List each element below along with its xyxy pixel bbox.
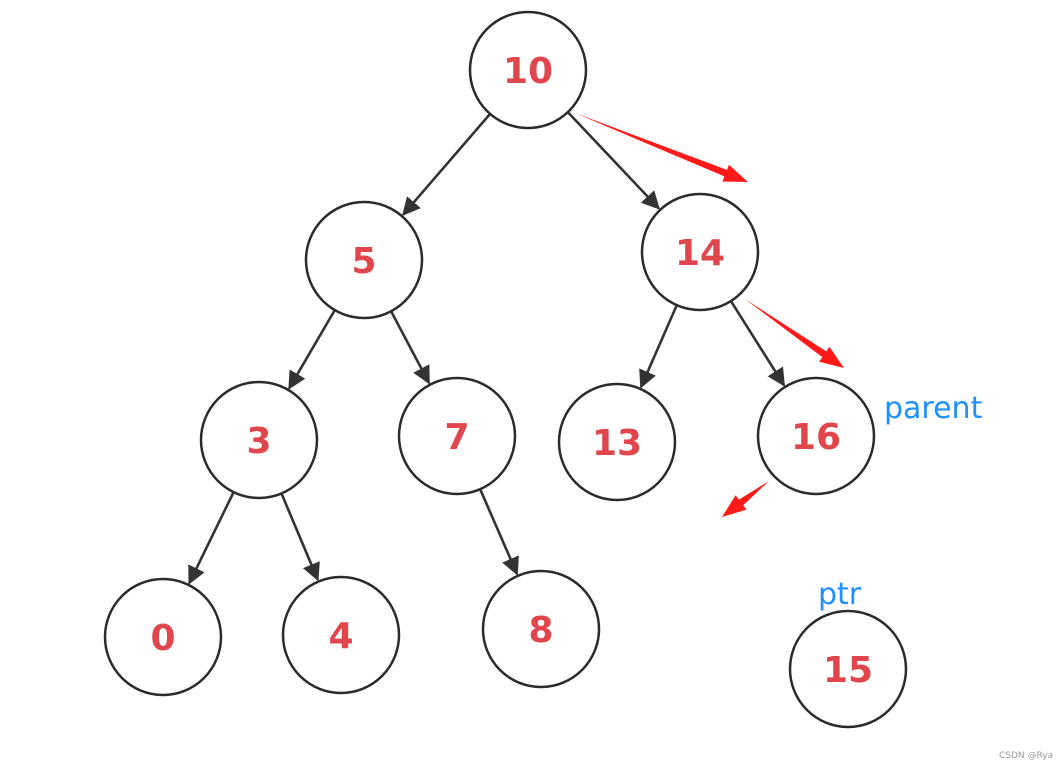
node-circle — [468, 10, 588, 130]
tree-node-5: 5 — [304, 200, 424, 320]
edge-n14-n16 — [729, 300, 786, 387]
node-label: 4 — [328, 616, 353, 657]
node-label: 14 — [675, 233, 725, 274]
node-label: 16 — [791, 417, 841, 458]
tree-node-0: 0 — [103, 577, 223, 697]
ptr-label: ptr — [818, 577, 862, 612]
node-circle — [304, 200, 424, 320]
node-circle — [756, 376, 876, 496]
node-label: 10 — [503, 51, 553, 92]
node-circle — [281, 575, 401, 695]
tree-node-15: 15 — [788, 609, 908, 729]
node-circle — [199, 380, 319, 500]
node-label: 13 — [592, 423, 642, 464]
edge-n14-n13 — [639, 304, 678, 389]
tree-node-16: 16 — [756, 376, 876, 496]
edge-n7-n8 — [478, 488, 519, 576]
tree-node-14: 14 — [640, 192, 760, 312]
parent-label: parent — [884, 391, 983, 426]
edge-n5-n3 — [288, 309, 336, 390]
node-label: 15 — [823, 650, 873, 691]
search-arrow-16-to-left — [722, 481, 769, 517]
edge-n10-n14 — [566, 111, 661, 210]
tree-node-10: 10 — [468, 10, 588, 130]
edge-n3-n0 — [188, 491, 235, 585]
tree-node-3: 3 — [199, 380, 319, 500]
search-arrow-14-to-16 — [745, 299, 844, 368]
node-circle — [481, 569, 601, 689]
tree-node-13: 13 — [557, 382, 677, 502]
node-label: 7 — [444, 417, 469, 458]
search-path-arrows — [575, 113, 844, 517]
node-label: 5 — [351, 241, 376, 282]
tree-edges — [188, 111, 786, 585]
node-label: 8 — [528, 610, 553, 651]
tree-node-7: 7 — [397, 376, 517, 496]
watermark: CSDN @Rya — [999, 751, 1053, 761]
tree-nodes: 10 5 14 3 7 13 16 0 4 8 15 — [103, 10, 908, 729]
node-label: 3 — [246, 421, 271, 462]
edge-n3-n4 — [280, 492, 320, 582]
node-circle — [397, 376, 517, 496]
tree-node-8: 8 — [481, 569, 601, 689]
node-circle — [640, 192, 760, 312]
edge-n10-n5 — [402, 113, 492, 216]
node-circle — [103, 577, 223, 697]
tree-node-4: 4 — [281, 575, 401, 695]
node-label: 0 — [150, 618, 175, 659]
node-circle — [788, 609, 908, 729]
search-arrow-10-to-14 — [575, 113, 748, 182]
node-circle — [557, 382, 677, 502]
edge-n5-n7 — [389, 310, 431, 385]
